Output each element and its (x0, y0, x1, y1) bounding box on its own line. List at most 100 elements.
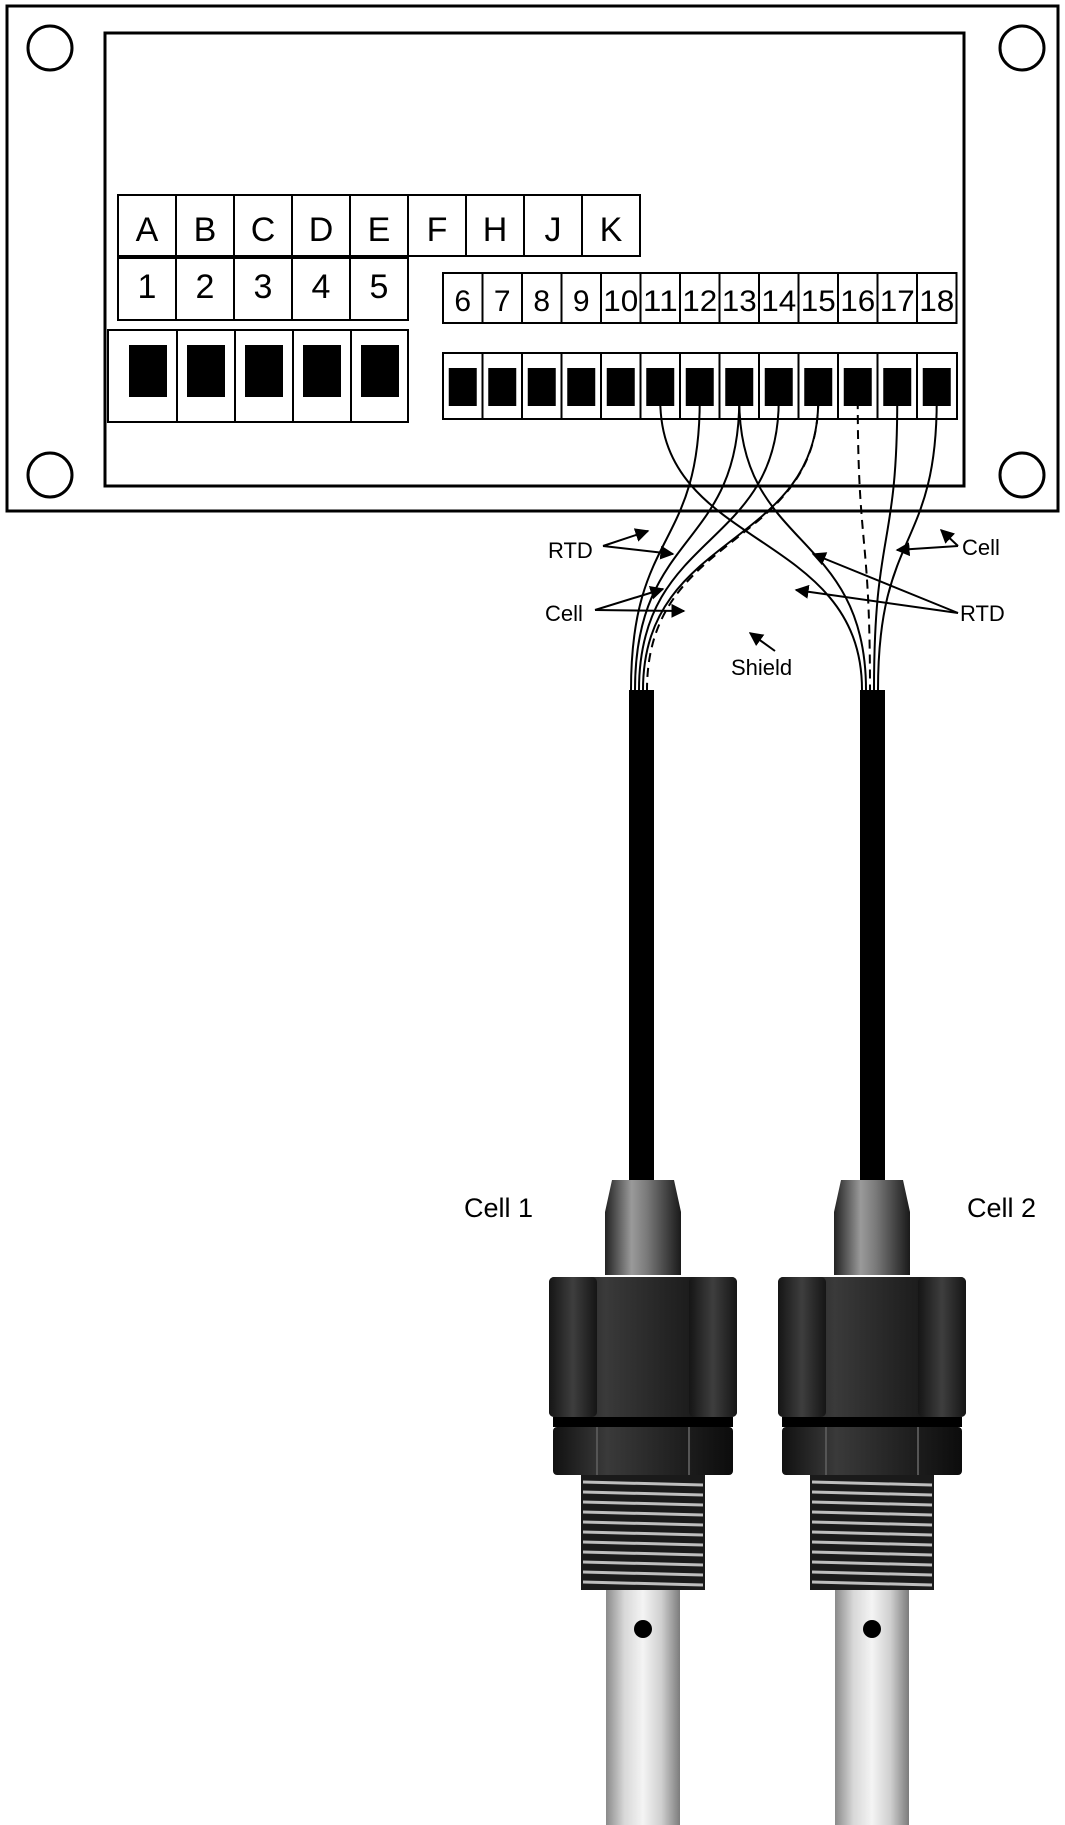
probe-vent-hole (634, 1620, 652, 1638)
right-number-row-frame (442, 272, 958, 324)
probe-thread-ridge (582, 1520, 704, 1527)
probe-thread-ridge (582, 1540, 704, 1547)
wire-13-right (738, 399, 867, 691)
label-rtd-left: RTD (548, 538, 593, 563)
probe-lower-nut (553, 1427, 733, 1475)
arrow-cell-left-2 (594, 603, 686, 618)
letter-label-f: F (427, 211, 448, 249)
wire-14-left (638, 399, 780, 691)
probe-thread-ridge (811, 1540, 933, 1547)
terminal-screw-6 (448, 368, 477, 406)
mounting-hole-top-right (998, 24, 1046, 72)
terminal-screw-13 (725, 368, 754, 406)
probe-cell-1 (549, 1180, 737, 1825)
terminal-screw-17 (883, 368, 912, 406)
probe-thread-ridge (582, 1490, 704, 1497)
arrow-rtd-left-2 (602, 545, 675, 560)
terminal-screw-16 (843, 368, 872, 406)
letter-label-c: C (251, 211, 276, 249)
probe-thread-ridge (811, 1550, 933, 1557)
terminal-number-18: 18 (919, 285, 954, 318)
probe-thread-ridge (811, 1530, 933, 1537)
terminal-number-11: 11 (643, 285, 678, 318)
probe-upper-nut-left-face (549, 1277, 597, 1417)
terminal-number-9: 9 (573, 285, 590, 318)
mounting-hole-top-left (26, 24, 74, 72)
terminal-screw-8 (527, 368, 556, 406)
probe-thread-ridge (811, 1500, 933, 1507)
wire-11-right (659, 399, 863, 691)
terminal-screw-7 (488, 368, 517, 406)
terminal-number-1: 1 (138, 268, 157, 306)
terminal-number-6: 6 (454, 285, 471, 318)
probe-label-cell-2: Cell 2 (967, 1193, 1036, 1223)
terminal-number-13: 13 (722, 285, 757, 318)
terminal-screw-5 (361, 345, 399, 397)
probe-thread-ridge (582, 1530, 704, 1537)
probe-lower-nut (782, 1427, 962, 1475)
cable-jacket-left (629, 690, 654, 1180)
probe-thread-ridge (811, 1480, 933, 1487)
terminal-screw-10 (606, 368, 635, 406)
probe-thread-ridge (582, 1580, 704, 1587)
arrow-rtd-right-1 (811, 552, 959, 614)
cable-jacket-right (860, 690, 885, 1180)
probe-thread-ridge (582, 1480, 704, 1487)
wire-17-right (873, 399, 899, 691)
letter-label-h: H (483, 211, 508, 249)
probe-thread-ridge (811, 1560, 933, 1567)
terminal-screw-3 (245, 345, 283, 397)
label-cell-right: Cell (962, 535, 1000, 560)
letter-label-k: K (600, 211, 623, 249)
wire-18-right (877, 399, 938, 691)
probe-thread-ridge (811, 1520, 933, 1527)
letter-label-e: E (368, 211, 391, 249)
probe-thread-ridge (582, 1560, 704, 1567)
probe-cell-2 (778, 1180, 966, 1825)
probe-thread-ridge (811, 1490, 933, 1497)
terminal-screw-14 (764, 368, 793, 406)
probe-upper-nut-right-face (918, 1277, 966, 1417)
probe-sleeve (605, 1180, 681, 1275)
wire-16-right (856, 399, 871, 691)
probe-upper-nut-right-face (689, 1277, 737, 1417)
wire-12-left (630, 399, 701, 691)
probe-upper-nut-left-face (778, 1277, 826, 1417)
terminal-number-10: 10 (603, 285, 638, 318)
terminal-screw-12 (685, 368, 714, 406)
probe-thread-ridge (582, 1570, 704, 1577)
wire-13-left (634, 399, 741, 691)
probe-vent-hole (863, 1620, 881, 1638)
arrow-rtd-left-1 (602, 528, 650, 547)
terminal-number-12: 12 (682, 285, 717, 318)
arrow-cell-right-2 (895, 542, 959, 557)
probe-thread-ridge (582, 1550, 704, 1557)
terminal-screw-9 (567, 368, 596, 406)
probe-thread-ridge (811, 1510, 933, 1517)
terminal-screw-15 (804, 368, 833, 406)
terminal-screw-4 (303, 345, 341, 397)
arrow-rtd-right-2 (794, 584, 959, 614)
label-rtd-right: RTD (960, 601, 1005, 626)
mounting-hole-bottom-right (998, 451, 1046, 499)
probe-nut-gap (553, 1417, 733, 1427)
probe-thread-ridge (811, 1580, 933, 1587)
terminal-number-17: 17 (880, 285, 915, 318)
letter-label-a: A (136, 211, 159, 249)
terminal-number-15: 15 (801, 285, 836, 318)
arrow-cell-left-1 (594, 586, 665, 611)
left-number-row-frame (117, 257, 409, 321)
probe-sleeve (834, 1180, 910, 1275)
probe-thread-ridge (582, 1500, 704, 1507)
terminal-number-8: 8 (533, 285, 550, 318)
letter-label-d: D (309, 211, 334, 249)
mounting-hole-bottom-left (26, 451, 74, 499)
terminal-number-7: 7 (494, 285, 511, 318)
label-shield: Shield (731, 655, 792, 680)
probe-nut-gap (782, 1417, 962, 1427)
arrow-shield (748, 632, 776, 652)
terminal-number-5: 5 (370, 268, 389, 306)
terminal-number-16: 16 (840, 285, 875, 318)
